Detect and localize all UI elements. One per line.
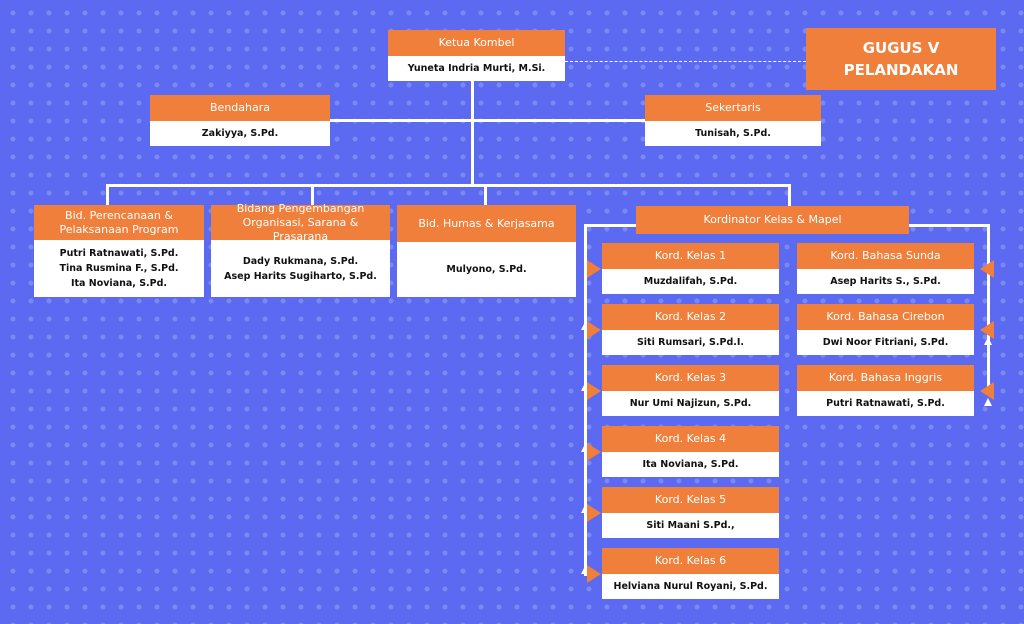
bidang-2-title: Bidang Pengembangan Organisasi, Sarana &…	[211, 202, 390, 243]
ketua-title: Ketua Kombel	[388, 30, 565, 56]
connector-gugus-dashed	[565, 61, 806, 62]
mapel-2-box: Kord. Bahasa Cirebon Dwi Noor Fitriani, …	[797, 304, 974, 355]
arrow-kelas-5	[587, 504, 601, 522]
mapel-1-title: Kord. Bahasa Sunda	[797, 243, 974, 269]
kelas-4-title: Kord. Kelas 4	[602, 426, 779, 452]
kelas-1-name: Muzdalifah, S.Pd.	[643, 276, 738, 287]
bidang-1-member-3: Ita Noviana, S.Pd.	[70, 278, 168, 289]
bidang-2-members: Dady Rukmana, S.Pd. Asep Harits Sugihart…	[211, 240, 390, 297]
bidang-1-title: Bid. Perencanaan & Pelaksanaan Program	[34, 205, 204, 240]
connector-bidang-1	[106, 184, 109, 206]
kelas-3-name: Nur Umi Najizun, S.Pd.	[629, 398, 752, 409]
mapel-3-title: Kord. Bahasa Inggris	[797, 365, 974, 391]
mapel-1-name: Asep Harits S., S.Pd.	[830, 276, 941, 287]
kelas-5-box: Kord. Kelas 5 Siti Maani S.Pd.,	[602, 487, 779, 538]
arrowhead-up-2	[581, 383, 589, 391]
mapel-2-name: Dwi Noor Fitriani, S.Pd.	[822, 337, 949, 348]
arrowhead-up-1	[581, 322, 589, 330]
bidang-3-box: Bid. Humas & Kerjasama Mulyono, S.Pd.	[397, 205, 576, 297]
koordinator-title: Kordinator Kelas & Mapel	[636, 206, 909, 234]
kelas-3-box: Kord. Kelas 3 Nur Umi Najizun, S.Pd.	[602, 365, 779, 416]
arrow-kelas-2	[587, 321, 601, 339]
sekretaris-box: Sekertaris Tunisah, S.Pd.	[645, 95, 821, 146]
arrow-kelas-4	[587, 443, 601, 461]
mapel-2-title: Kord. Bahasa Cirebon	[797, 304, 974, 330]
connector-ketua-down	[471, 80, 474, 186]
kelas-1-title: Kord. Kelas 1	[602, 243, 779, 269]
kelas-4-name: Ita Noviana, S.Pd.	[642, 459, 739, 470]
arrow-mapel-2	[980, 321, 994, 339]
kelas-2-name: Siti Rumsari, S.Pd.I.	[636, 337, 745, 348]
kelas-6-title: Kord. Kelas 6	[602, 548, 779, 574]
bidang-1-member-2: Tina Rusmina F., S.Pd.	[59, 263, 179, 274]
bidang-2-box: Bidang Pengembangan Organisasi, Sarana &…	[211, 202, 390, 297]
sekretaris-title: Sekertaris	[645, 95, 821, 121]
kelas-2-title: Kord. Kelas 2	[602, 304, 779, 330]
bidang-1-members: Putri Ratnawati, S.Pd. Tina Rusmina F., …	[34, 240, 204, 297]
kelas-4-box: Kord. Kelas 4 Ita Noviana, S.Pd.	[602, 426, 779, 477]
mapel-3-name: Putri Ratnawati, S.Pd.	[826, 398, 945, 409]
arrowhead-up-5	[581, 566, 589, 574]
bendahara-box: Bendahara Zakiyya, S.Pd.	[150, 95, 330, 146]
connector-bidang-3	[484, 184, 487, 206]
kelas-3-title: Kord. Kelas 3	[602, 365, 779, 391]
gugus-line1: GUGUS V	[862, 39, 940, 57]
bidang-1-member-1: Putri Ratnawati, S.Pd.	[59, 248, 179, 259]
ketua-name: Yuneta Indria Murti, M.Si.	[407, 63, 546, 74]
arrowhead-up-3	[581, 444, 589, 452]
kelas-6-name: Helviana Nurul Royani, S.Pd.	[613, 581, 768, 592]
kelas-5-title: Kord. Kelas 5	[602, 487, 779, 513]
bidang-2-member-1: Dady Rukmana, S.Pd.	[242, 255, 359, 267]
mapel-1-box: Kord. Bahasa Sunda Asep Harits S., S.Pd.	[797, 243, 974, 294]
connector-kelas-vertical	[584, 224, 587, 576]
connector-bidang-horizontal	[106, 184, 790, 187]
connector-kelas-horizontal	[584, 224, 636, 227]
connector-bidang-2	[311, 184, 314, 206]
kelas-5-name: Siti Maani S.Pd.,	[646, 520, 735, 531]
gugus-label: GUGUS V PELANDAKAN	[806, 28, 996, 90]
mapel-3-box: Kord. Bahasa Inggris Putri Ratnawati, S.…	[797, 365, 974, 416]
arrowhead-up-6	[984, 337, 992, 345]
ketua-box: Ketua Kombel Yuneta Indria Murti, M.Si.	[388, 30, 565, 81]
bendahara-name: Zakiyya, S.Pd.	[201, 128, 279, 139]
bidang-2-member-2: Asep Harits Sugiharto, S.Pd.	[224, 270, 377, 282]
kelas-6-box: Kord. Kelas 6 Helviana Nurul Royani, S.P…	[602, 548, 779, 599]
gugus-line2: PELANDAKAN	[843, 61, 959, 79]
arrow-mapel-3	[980, 382, 994, 400]
connector-koordinator	[788, 184, 791, 206]
kelas-2-box: Kord. Kelas 2 Siti Rumsari, S.Pd.I.	[602, 304, 779, 355]
bendahara-title: Bendahara	[150, 95, 330, 121]
arrow-kelas-3	[587, 382, 601, 400]
connector-mapel-horizontal	[908, 224, 990, 227]
bidang-3-member-1: Mulyono, S.Pd.	[446, 264, 527, 275]
connector-bendahara-sekretaris	[330, 119, 646, 122]
connector-mapel-vertical	[987, 224, 990, 392]
bidang-3-title: Bid. Humas & Kerjasama	[397, 205, 576, 242]
arrow-kelas-1	[587, 260, 601, 278]
bidang-1-box: Bid. Perencanaan & Pelaksanaan Program P…	[34, 205, 204, 297]
arrowhead-up-4	[581, 505, 589, 513]
arrow-kelas-6	[587, 565, 601, 583]
sekretaris-name: Tunisah, S.Pd.	[695, 128, 771, 139]
kelas-1-box: Kord. Kelas 1 Muzdalifah, S.Pd.	[602, 243, 779, 294]
arrowhead-up-7	[984, 398, 992, 406]
arrow-mapel-1	[980, 260, 994, 278]
bidang-3-members: Mulyono, S.Pd.	[397, 242, 576, 297]
